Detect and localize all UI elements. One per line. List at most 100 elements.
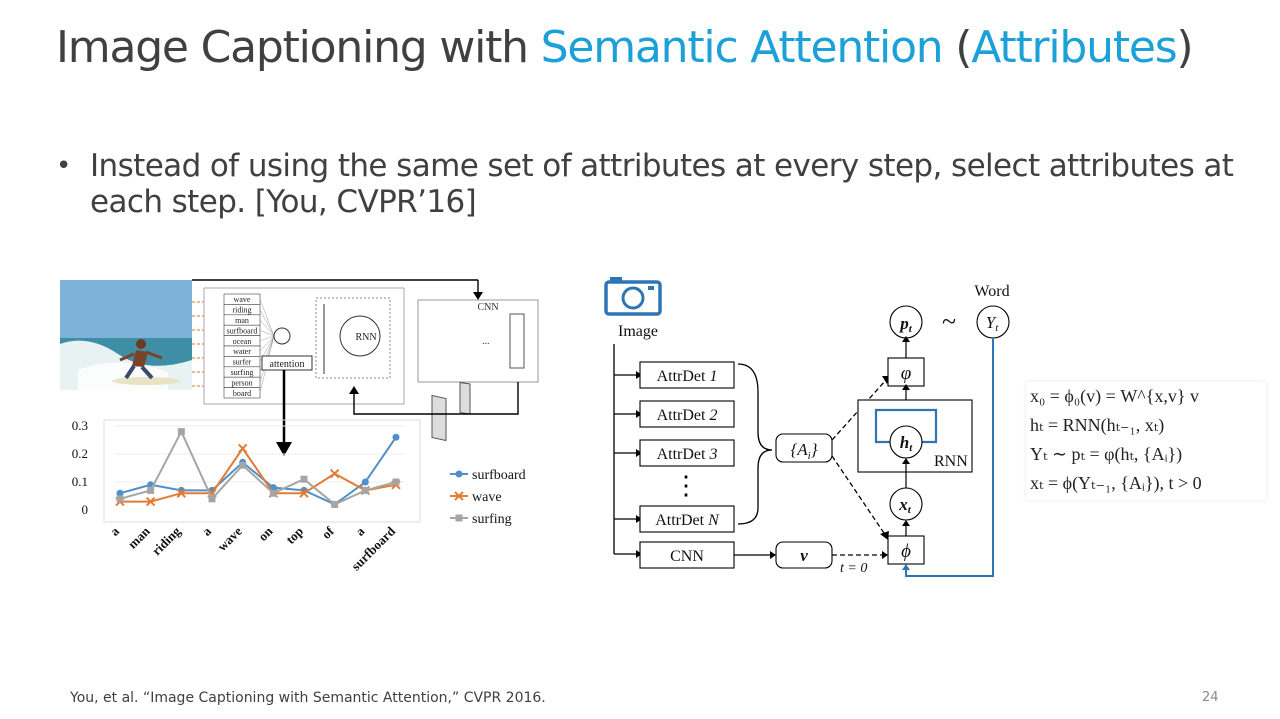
chart-ytick-label: 0.1 (72, 474, 88, 489)
title-paren-close: ) (1176, 22, 1193, 73)
x-label: x (898, 495, 908, 514)
data-point-surfboard (116, 489, 124, 497)
svg-text:xt: xt (898, 495, 912, 516)
attrdet-label-index: 1 (709, 368, 717, 385)
chart-xtick-label: a (199, 523, 215, 539)
data-point-surfboard (361, 478, 369, 486)
attrdet-arrowhead (636, 371, 642, 379)
data-point-surfing (147, 486, 155, 494)
chart-xtick-label: of (319, 523, 338, 542)
chart-xtick-label: a (107, 523, 123, 539)
image-label: Image (618, 323, 658, 340)
attribute-link (259, 319, 275, 337)
attrdet-label-text: AttrDet (655, 512, 708, 529)
attribute-link (259, 299, 275, 337)
attribute-link (259, 309, 275, 337)
camera-icon (604, 277, 662, 316)
phi-label: ϕ (901, 541, 911, 562)
data-point-surfing (269, 489, 277, 497)
legend-label: surfboard (472, 468, 526, 483)
title-text: Image Captioning with (56, 22, 541, 73)
attrdet-label-index: 3 (708, 446, 717, 463)
data-point-surfing (331, 500, 339, 508)
citation-footer: You, et al. “Image Captioning with Seman… (70, 690, 546, 706)
surfer-photo (60, 280, 192, 390)
t0-label: t = 0 (840, 561, 867, 576)
svg-text:pt: pt (898, 314, 913, 335)
title-accent-semantic-attention: Semantic Attention (540, 22, 944, 73)
attribute-set-close: } (811, 440, 818, 459)
cnn-label-left: CNN (477, 302, 498, 313)
attrdet-label-index: N (707, 512, 720, 529)
p-label: p (898, 314, 909, 333)
chart-xtick-label: a (352, 523, 368, 539)
data-point-wave (237, 443, 248, 454)
varphi-label: φ (901, 363, 912, 384)
attribute-set-box (775, 433, 833, 463)
title-paren-open: ( (942, 22, 972, 73)
chart-xtick-label: top (283, 524, 306, 547)
legend-label: surfing (472, 512, 512, 527)
legend-marker (455, 470, 463, 478)
data-point-surfing (392, 478, 400, 486)
attrdet-box (639, 505, 735, 533)
chart-ytick-label: 0.2 (72, 446, 88, 461)
vertical-dots: ⋮ (673, 471, 699, 500)
svg-text:{Ai}: {Ai} (790, 440, 817, 462)
data-point-surfing (208, 495, 216, 503)
equation-panel: x₀ = ϕ₀(v) = W^{x,v} v hₜ = RNN(hₜ₋₁, xₜ… (1026, 382, 1266, 500)
attribute-set-sub: i (808, 450, 811, 462)
attrdet-box (639, 361, 735, 389)
attribute-word: wave (234, 295, 251, 304)
data-point-surfing (300, 475, 308, 483)
chart-xtick-label: wave (214, 523, 245, 554)
rnn-label: RNN (934, 453, 968, 470)
page-number: 24 (1202, 690, 1219, 705)
chart-xtick-label: riding (149, 523, 184, 558)
left-attention-diagram: waveridingmansurfboardoceanwatersurfersu… (60, 279, 539, 573)
word-label: Word (974, 283, 1009, 300)
v-label: v (800, 546, 808, 565)
data-point-wave (299, 488, 309, 498)
data-point-surfing (361, 486, 369, 494)
chart-ytick-label: 0 (82, 502, 89, 517)
title-accent-attributes: Attributes (971, 22, 1177, 73)
cnn-box (639, 541, 735, 569)
p-sub: t (909, 323, 913, 335)
data-point-surfing (239, 461, 247, 469)
cnn-label: CNN (670, 548, 704, 565)
attribute-word: surfer (233, 358, 252, 367)
attention-label: attention (270, 359, 305, 370)
data-point-surfing (116, 495, 124, 503)
equation-line-1: x₀ = ϕ₀(v) = W^{x,v} v (1030, 386, 1200, 406)
y-sub: t (995, 322, 999, 334)
attribute-set-label: {A (790, 440, 808, 459)
attribute-list: waveridingmansurfboardoceanwatersurfersu… (223, 293, 275, 399)
y-label: Y (986, 313, 997, 332)
x-sub: t (908, 504, 912, 516)
bullet-text: Instead of using the same set of attribu… (90, 148, 1234, 220)
attribute-link (259, 335, 275, 352)
attribute-word: ocean (233, 337, 252, 346)
attrdet-arrowhead (636, 410, 642, 418)
attrdet-arrowhead (636, 515, 642, 523)
attrdet-label: AttrDet 1 (657, 368, 718, 385)
attrdet-label: AttrDet 2 (657, 407, 718, 424)
series-line-surfboard (119, 436, 397, 506)
svg-text:ht: ht (900, 433, 913, 454)
chart-ytick-label: 0.3 (72, 418, 88, 433)
equation-line-3: Yₜ ∼ pₜ = φ(hₜ, {Aᵢ}) (1030, 444, 1183, 464)
tilde-symbol: ~ (942, 307, 956, 336)
attribute-link (259, 330, 275, 337)
h-sub: t (909, 442, 913, 454)
attribute-word: man (235, 316, 249, 325)
attrdet-arrowhead (636, 449, 642, 457)
attribute-word: person (231, 378, 252, 387)
slide-title: Image Captioning with Semantic Attention… (56, 22, 1194, 73)
data-point-wave (145, 496, 156, 507)
attrdet-label-index: 2 (709, 407, 717, 424)
bullet-marker: • (56, 151, 71, 181)
attrdet-box (639, 400, 735, 428)
data-point-surfing (177, 428, 185, 436)
